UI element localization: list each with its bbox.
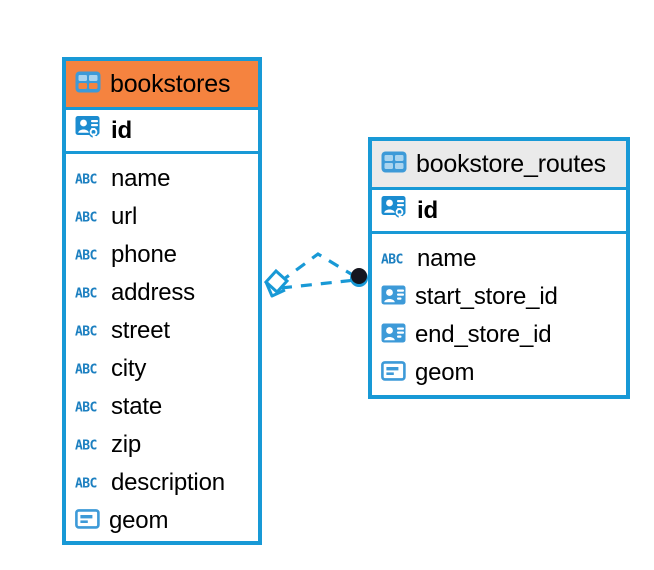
primary-key-label-bookstores: id	[111, 116, 132, 144]
geometry-field-icon	[75, 508, 101, 535]
field-row-state[interactable]: ABC state	[75, 388, 250, 426]
field-row-zip[interactable]: ABC zip	[75, 426, 250, 464]
field-list-bookstore-routes: ABC name start_store_id	[372, 234, 626, 400]
svg-text:ABC: ABC	[75, 439, 97, 454]
diamond-marker	[263, 268, 290, 298]
foreign-key-icon	[381, 322, 407, 349]
field-row-city[interactable]: ABC city	[75, 350, 250, 388]
field-row-geom[interactable]: geom	[381, 354, 618, 392]
field-label: geom	[415, 359, 475, 386]
field-label: geom	[109, 507, 169, 534]
field-row-start-store-id[interactable]: start_store_id	[381, 278, 618, 316]
svg-text:ABC: ABC	[381, 253, 403, 268]
svg-text:ABC: ABC	[75, 173, 97, 188]
text-field-icon: ABC	[75, 437, 103, 454]
field-row-url[interactable]: ABC url	[75, 198, 250, 236]
field-label: end_store_id	[415, 321, 552, 348]
field-row-street[interactable]: ABC street	[75, 312, 250, 350]
svg-text:ABC: ABC	[75, 211, 97, 226]
field-row-address[interactable]: ABC address	[75, 274, 250, 312]
field-label: start_store_id	[415, 283, 558, 310]
field-row-phone[interactable]: ABC phone	[75, 236, 250, 274]
field-list-bookstores: ABC name ABC url ABC p	[66, 154, 258, 548]
entity-table-bookstore-routes[interactable]: bookstore_routes id	[368, 137, 630, 399]
primary-key-icon	[381, 195, 409, 226]
field-label: name	[111, 165, 171, 192]
field-label: zip	[111, 431, 142, 458]
foreign-key-icon	[381, 284, 407, 311]
primary-key-row-bookstore-routes[interactable]: id	[372, 187, 626, 234]
geometry-field-icon	[381, 360, 407, 387]
relationship-line-arched	[279, 252, 357, 284]
table-icon	[75, 71, 101, 98]
text-field-icon: ABC	[75, 171, 103, 188]
field-row-geom[interactable]: geom	[75, 502, 250, 540]
filled-circle-marker	[350, 268, 368, 287]
table-icon	[381, 151, 407, 178]
field-row-description[interactable]: ABC description	[75, 464, 250, 502]
field-label: name	[417, 245, 477, 272]
field-label: street	[111, 317, 170, 344]
primary-key-label-bookstore-routes: id	[417, 196, 438, 224]
primary-key-row-bookstores[interactable]: id	[66, 107, 258, 154]
relationship-line-straight	[280, 278, 357, 290]
field-row-name[interactable]: ABC name	[75, 160, 250, 198]
field-label: phone	[111, 241, 177, 268]
text-field-icon: ABC	[75, 361, 103, 378]
text-field-icon: ABC	[75, 209, 103, 226]
entity-title-bookstore-routes: bookstore_routes	[416, 149, 606, 178]
svg-text:ABC: ABC	[75, 249, 97, 264]
text-field-icon: ABC	[381, 251, 409, 268]
text-field-icon: ABC	[75, 247, 103, 264]
text-field-icon: ABC	[75, 399, 103, 416]
field-label: description	[111, 469, 225, 496]
field-label: state	[111, 393, 163, 420]
entity-header-bookstores[interactable]: bookstores	[66, 61, 258, 107]
svg-text:ABC: ABC	[75, 287, 97, 302]
svg-text:ABC: ABC	[75, 477, 97, 492]
text-field-icon: ABC	[75, 285, 103, 302]
field-label: address	[111, 279, 195, 306]
field-row-end-store-id[interactable]: end_store_id	[381, 316, 618, 354]
svg-text:ABC: ABC	[75, 363, 97, 378]
text-field-icon: ABC	[75, 475, 103, 492]
entity-table-bookstores[interactable]: bookstores id	[62, 57, 262, 545]
field-label: url	[111, 203, 138, 230]
svg-text:ABC: ABC	[75, 401, 97, 416]
primary-key-icon	[75, 115, 103, 146]
entity-title-bookstores: bookstores	[110, 69, 231, 98]
entity-header-bookstore-routes[interactable]: bookstore_routes	[372, 141, 626, 187]
field-row-name[interactable]: ABC name	[381, 240, 618, 278]
field-label: city	[111, 355, 147, 382]
text-field-icon: ABC	[75, 323, 103, 340]
svg-text:ABC: ABC	[75, 325, 97, 340]
